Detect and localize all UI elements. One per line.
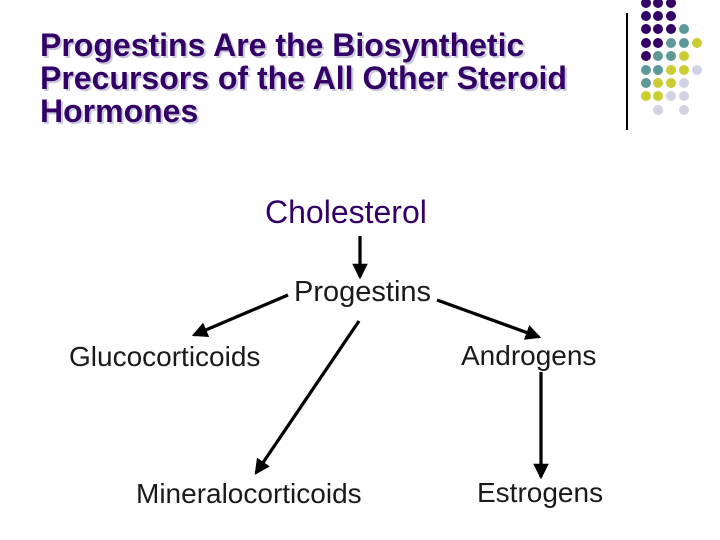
decoration-dot [653, 64, 664, 75]
node-glucocorticoids-label: Glucocorticoids [69, 341, 261, 372]
decoration-dot [640, 77, 651, 88]
decoration-dot [666, 77, 677, 88]
decoration-dot [653, 37, 664, 48]
decoration-dot [666, 91, 677, 102]
arrow-progestins-to-glucocorticoids [191, 293, 289, 337]
decoration-dot [653, 24, 664, 35]
decoration-dot [653, 91, 664, 102]
node-androgens-label: Androgens [461, 340, 597, 371]
title-line-3: Hormones [40, 93, 199, 129]
decoration-dot [653, 77, 664, 88]
title-line-1: Progestins Are the Biosynthetic [40, 27, 525, 63]
decoration-dot [679, 104, 690, 115]
decoration-dot [666, 64, 677, 75]
decoration-dot [679, 37, 690, 48]
decoration-dot [666, 10, 677, 21]
decoration-dot [653, 0, 664, 8]
slide-title: Progestins Are the Biosynthetic Precurso… [40, 29, 592, 128]
decoration-dot [653, 51, 664, 62]
decoration-dot [679, 64, 690, 75]
decoration-dot [666, 24, 677, 35]
decoration-dot [640, 24, 651, 35]
node-mineralocorticoids-label: Mineralocorticoids [136, 478, 362, 509]
decoration-dot [653, 10, 664, 21]
decoration-dot [666, 51, 677, 62]
decoration-dot [640, 51, 651, 62]
decoration-dot [653, 104, 664, 115]
decoration-dot [640, 10, 651, 21]
decoration-dot [679, 51, 690, 62]
decoration-dot [692, 64, 703, 75]
decoration-dot [640, 91, 651, 102]
decoration-dot [679, 24, 690, 35]
node-progestins-label: Progestins [294, 276, 432, 308]
decoration-dot [640, 64, 651, 75]
decoration-dot [692, 37, 703, 48]
decoration-dot [666, 37, 677, 48]
decoration-dot [679, 77, 690, 88]
node-estrogens-label: Estrogens [477, 477, 604, 508]
title-line-2: Precursors of the All Other Steroid [40, 60, 567, 96]
arrow-progestins-to-mineralocorticoids [254, 320, 361, 475]
arrow-progestins-to-androgens [436, 298, 542, 340]
decoration-dot [640, 37, 651, 48]
decoration-dot [666, 0, 677, 8]
decoration-dot [679, 91, 690, 102]
decoration-dot [640, 0, 651, 8]
node-cholesterol-label: Cholesterol [265, 194, 427, 230]
decoration-vertical-line [626, 13, 628, 130]
